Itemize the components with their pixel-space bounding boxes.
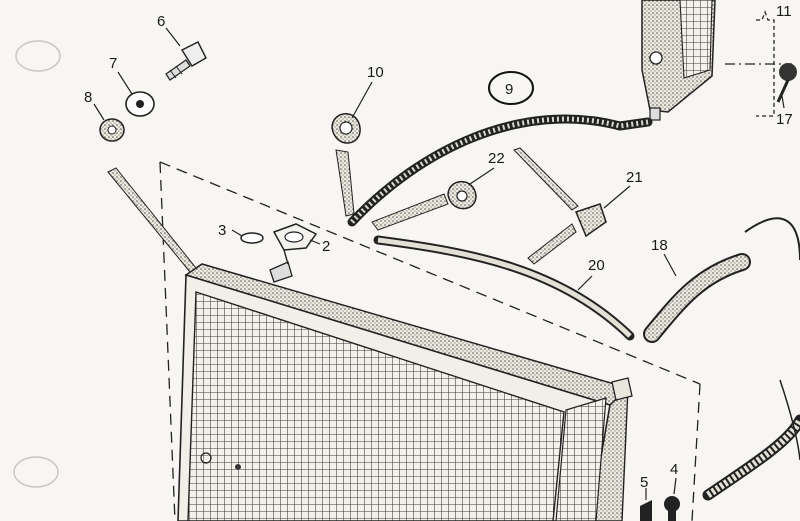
hose-18-texture	[645, 255, 749, 341]
hose-right-lower-texture	[706, 418, 800, 498]
expansion-tank	[641, 0, 716, 121]
fastener-5	[640, 500, 652, 521]
callout-2: 2	[322, 238, 330, 255]
assembly-outline	[159, 161, 701, 521]
callout-10: 10	[367, 64, 384, 81]
bracket-11	[756, 10, 775, 117]
clip-10	[331, 113, 361, 144]
leader-lines	[93, 27, 785, 500]
callout-8: 8	[84, 89, 92, 106]
callout-22: 22	[488, 150, 505, 167]
clip-21	[574, 203, 607, 238]
radiator	[177, 261, 633, 521]
callout-17: 17	[776, 111, 793, 128]
pointer-wedges	[107, 147, 579, 273]
hose-right-upper	[744, 217, 800, 261]
seal-3	[240, 232, 264, 244]
callout-9: 9	[505, 81, 513, 98]
hose-9	[347, 114, 653, 227]
clip-22	[447, 180, 477, 210]
callout-4: 4	[670, 461, 678, 478]
hose-right-edge	[779, 379, 800, 461]
hose-20	[373, 235, 635, 341]
fastener-4	[664, 496, 680, 521]
callout-3: 3	[218, 222, 226, 239]
hose-20-texture	[377, 237, 632, 338]
binder-hole-bottom	[13, 456, 59, 488]
bolt-6	[165, 41, 207, 81]
callout-20: 20	[588, 257, 605, 274]
binder-hole-top	[15, 40, 61, 72]
callout-7: 7	[109, 55, 117, 72]
highlight-ring	[488, 71, 534, 105]
callout-11: 11	[776, 3, 792, 20]
cap-2	[272, 223, 318, 265]
callout-5: 5	[640, 474, 648, 491]
callout-18: 18	[651, 237, 668, 254]
callout-6: 6	[157, 13, 165, 30]
washer-7	[125, 91, 155, 117]
callout-21: 21	[626, 169, 643, 186]
bolt-17	[776, 63, 797, 103]
nut-8	[99, 118, 125, 142]
hose-9-texture	[350, 116, 649, 224]
